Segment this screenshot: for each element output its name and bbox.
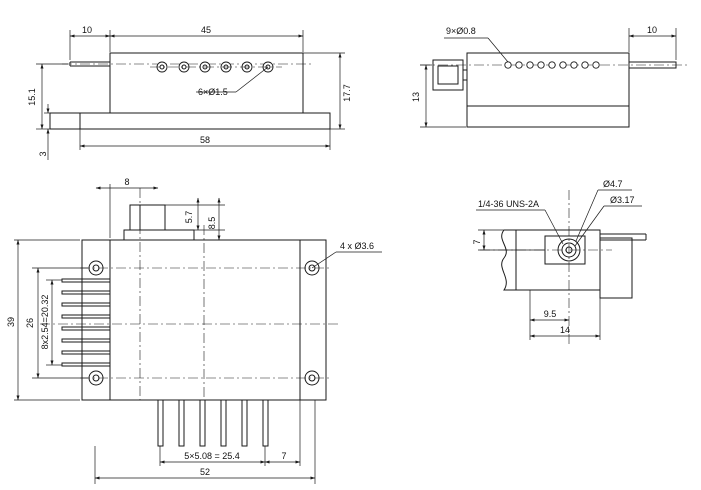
front-body — [109, 239, 301, 401]
top-view: 10 45 6×Ø1.5 15.1 17.7 3 58 — [27, 25, 352, 160]
dim-side-fiber-len: 10 — [647, 25, 657, 35]
dim-front-fiber-x: 8 — [124, 177, 129, 187]
front-view: 8 5.7 8.5 4 x Ø3.6 39 26 8x2.54=20.32 5×… — [6, 177, 382, 484]
label-detail-thread: 1/4-36 UNS-2A — [478, 199, 539, 209]
fiber-mount — [49, 112, 81, 130]
front-connector — [129, 204, 166, 231]
detail-break-line — [501, 229, 516, 291]
dim-detail-x1: 9.5 — [544, 309, 557, 319]
dim-top-body-len: 45 — [201, 25, 211, 35]
dim-front-conn-h2: 8.5 — [207, 217, 217, 230]
detail-view: 1/4-36 UNS-2A Ø4.7 Ø3.17 7 9.5 14 — [472, 179, 647, 345]
dim-top-fiber-len: 10 — [82, 25, 92, 35]
dim-top-body-h: 17.7 — [342, 84, 352, 102]
dim-front-total-h: 39 — [6, 317, 16, 327]
label-detail-dia-outer: Ø4.7 — [603, 179, 623, 189]
dim-front-conn-h1: 5.7 — [184, 211, 194, 224]
side-pin-holes — [504, 61, 600, 69]
dim-top-base-len: 58 — [200, 135, 210, 145]
detail-housing — [504, 229, 633, 299]
dim-detail-x2: 14 — [560, 325, 570, 335]
label-detail-dia-inner: Ø3.17 — [610, 195, 635, 205]
dim-top-total-h: 15.1 — [27, 88, 37, 106]
side-body — [466, 52, 630, 128]
dim-side-height: 13 — [411, 92, 421, 102]
side-view: 9×Ø0.8 10 13 — [411, 25, 690, 128]
label-front-mount-holes: 4 x Ø3.6 — [340, 241, 374, 251]
package-body — [109, 52, 304, 114]
front-bottom-pins — [157, 399, 269, 447]
base-plate — [79, 112, 331, 130]
label-top-pin-holes: 6×Ø1.5 — [198, 87, 228, 97]
dim-detail-height: 7 — [472, 239, 482, 244]
dim-front-bottom-pins: 5×5.08 = 25.4 — [184, 451, 240, 461]
label-side-pin-holes: 9×Ø0.8 — [446, 26, 476, 36]
side-connector — [432, 59, 464, 91]
dim-front-hole-span: 26 — [25, 318, 35, 328]
front-connector-base — [123, 229, 195, 241]
front-left-pins — [61, 278, 111, 367]
dim-front-width: 52 — [200, 467, 210, 477]
dim-front-pin-offset: 7 — [281, 451, 286, 461]
dim-top-base-h: 3 — [38, 151, 48, 156]
dim-front-pin-span: 8x2.54=20.32 — [40, 295, 50, 350]
